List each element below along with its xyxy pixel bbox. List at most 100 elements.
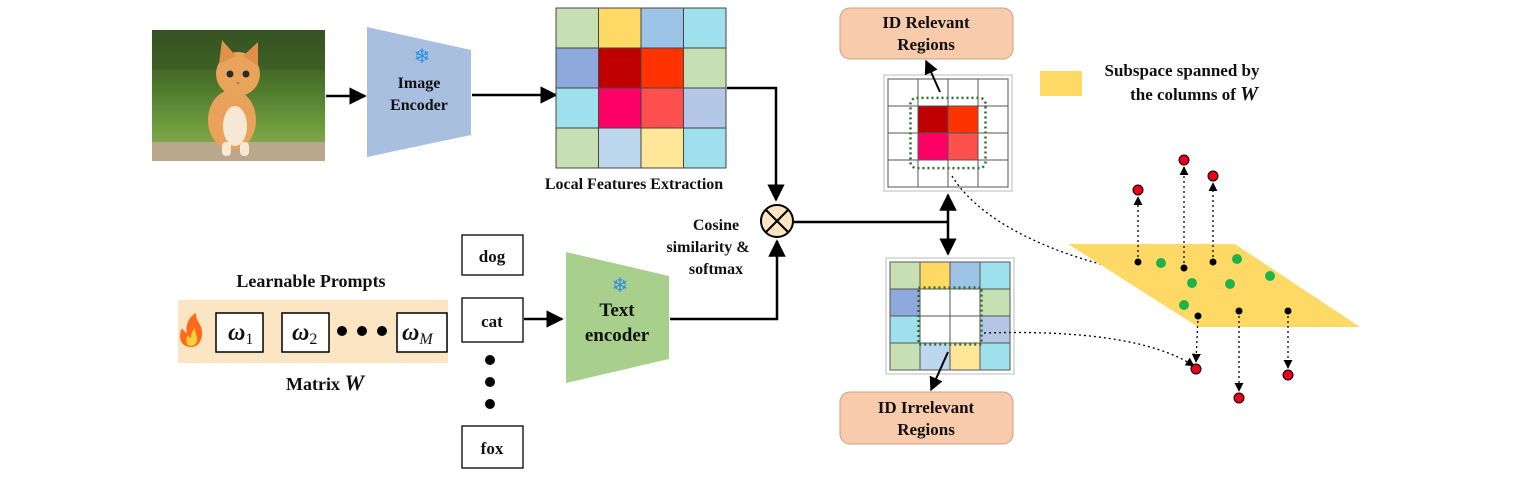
cosine-label-3: softmax [689,261,743,278]
feature-cell [555,87,599,129]
arrow-features-to-cosine [727,86,785,202]
relevant-regions-grid [883,74,1013,192]
prompt-w1: ω1 [215,312,264,353]
irrelevant-cell [979,342,1011,371]
svg-text:ID Relevant: ID Relevant [882,13,970,32]
irrelevant-cell [919,288,951,317]
irrelevant-focus-outline [917,286,983,346]
relevant-cell [917,132,949,161]
irrelevant-cell [949,261,981,290]
ellipsis-dots [337,326,387,336]
class-box-fox: fox [461,425,524,469]
irrelevant-cell [949,288,981,317]
projected-point [1194,312,1202,320]
projected-point [1209,258,1217,266]
feature-cell [640,87,684,129]
relevant-cell [917,78,949,107]
snowflake-icon: ❄ [414,46,431,68]
id-feature-point [1156,258,1166,268]
irrelevant-cell [979,315,1011,344]
id-feature-point [1187,278,1197,288]
prompt-w2: ω2 [281,312,330,353]
image-encoder: ❄ Image Encoder [367,27,471,157]
id-irrelevant-box: ID Irrelevant Regions [839,391,1014,445]
irrelevant-cell [949,342,981,371]
irrelevant-cell [889,342,921,371]
irrelevant-cell [889,288,921,317]
feature-cell [598,127,642,169]
subspace-plane [1068,244,1360,327]
class-box-dog: dog [461,234,524,276]
svg-text:ω1: ω1 [228,320,253,348]
projected-point [1180,264,1188,272]
feature-cell [640,127,684,169]
flame-icon [180,313,203,347]
feature-cell [683,7,727,49]
feature-cell [598,87,642,129]
legend-swatch [1040,71,1082,96]
svg-text:ID Irrelevant: ID Irrelevant [878,398,975,417]
relevant-cell [947,159,979,188]
irrelevant-cell [979,261,1011,290]
snowflake-icon: ❄ [612,275,629,297]
feature-cell [555,7,599,49]
ood-point [1178,154,1190,166]
ood-point [1282,369,1294,381]
id-feature-point [1179,300,1189,310]
svg-text:ωM: ωM [402,320,434,348]
feature-cell [555,47,599,89]
local-features-caption: Local Features Extraction [545,176,723,193]
text-encoder-label-2: encoder [585,325,650,346]
kitten-image [152,30,325,161]
subspace-points [1132,154,1294,404]
cosine-label-1: Cosine [693,217,739,234]
feature-cell [640,47,684,89]
svg-text:fox: fox [481,439,504,458]
vertical-ellipsis [485,355,495,409]
feature-cell [683,127,727,169]
arrow-irrelevant-to-label [929,351,949,392]
arrow-relevant-to-label [924,59,941,93]
feature-cell [640,7,684,49]
irrelevant-cell [919,261,951,290]
feature-cell [598,47,642,89]
id-feature-point [1225,279,1235,289]
feature-cell [555,127,599,169]
otimes-icon [760,204,794,238]
irrelevant-cell [919,315,951,344]
matrix-w-label: Matrix W [286,370,365,395]
link-irrelevant-to-subspace [983,331,1195,367]
irrelevant-cell [949,315,981,344]
feature-cell [598,7,642,49]
text-encoder: ❄ Text encoder [566,252,669,383]
id-feature-point [1232,254,1242,264]
relevant-focus-outline [909,96,987,170]
relevant-cell [977,105,1009,134]
image-encoder-label-2: Encoder [390,97,448,114]
text-encoder-label-1: Text [599,300,635,321]
link-relevant-to-subspace [951,175,1193,286]
ood-point [1207,170,1219,182]
relevant-cell [977,132,1009,161]
relevant-cell [947,105,979,134]
projected-point [1134,258,1142,266]
irrelevant-cell [979,288,1011,317]
ood-point [1190,363,1202,375]
feature-cell [683,87,727,129]
legend-line-1: Subspace spanned by [1105,61,1260,80]
relevant-cell [977,159,1009,188]
relevant-cell [887,159,919,188]
irrelevant-cell [889,315,921,344]
irrelevant-regions-grid [885,257,1015,375]
image-encoder-label-1: Image [398,75,441,92]
legend-line-2: the columns of W [1130,83,1259,105]
relevant-cell [887,105,919,134]
prompt-wM: ωM [396,312,448,353]
arrow-text-encoder-to-cosine [670,239,786,321]
relevant-cell [917,159,949,188]
relevant-cell [977,78,1009,107]
cosine-label-2: similarity & [666,239,749,256]
relevant-cell [887,78,919,107]
svg-text:Regions: Regions [897,420,955,439]
